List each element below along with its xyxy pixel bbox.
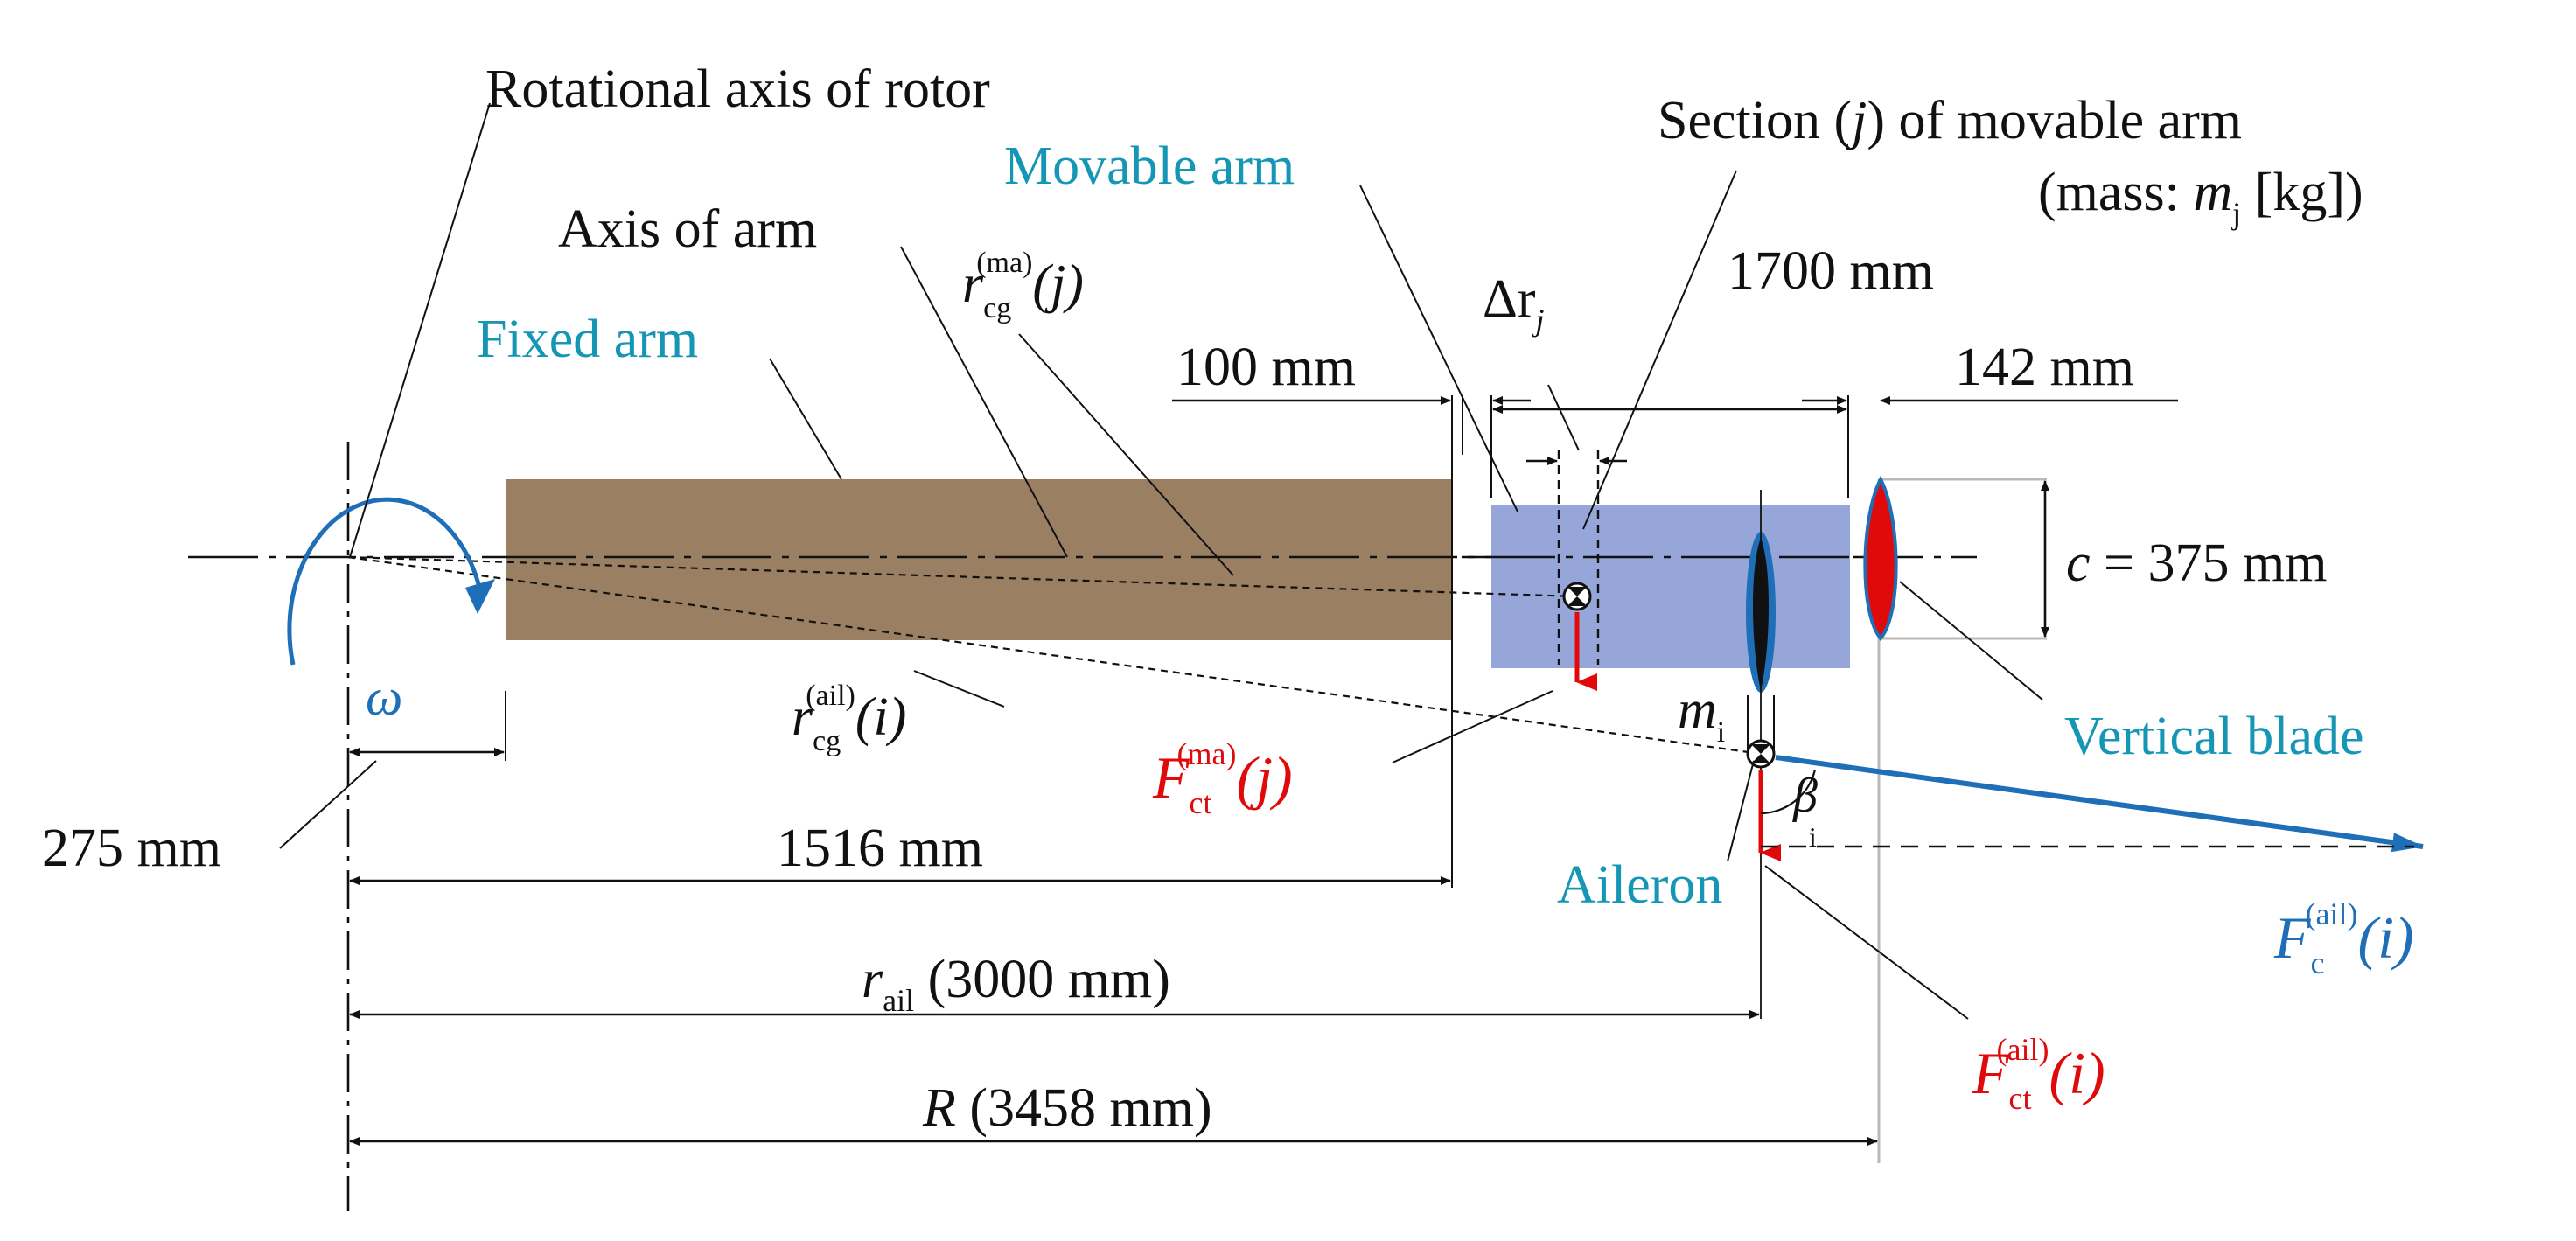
vertical-blade-foil — [1863, 475, 1898, 642]
leader-aileron — [1727, 760, 1755, 862]
fixed-arm — [506, 479, 1452, 640]
leader-rcg-ail — [913, 670, 1005, 708]
dim-text-chord: c = 375 mm — [2066, 533, 2327, 593]
symbol-fct-ma: Fct(ma)(j) — [1152, 736, 1293, 820]
omega-arrowhead — [465, 579, 495, 614]
omega-symbol: ω — [366, 668, 402, 726]
label-vertical-blade: Vertical blade — [2064, 707, 2364, 766]
label-rotational-axis: Rotational axis of rotor — [485, 59, 990, 119]
fc-ail-arrow — [1775, 755, 2424, 853]
label-mass-mj: (mass: mj [kg]) — [2038, 163, 2363, 231]
dim-text-142: 142 mm — [1955, 338, 2134, 397]
symbol-rcg-ma: rcg(ma)(j) — [962, 247, 1084, 324]
symbol-m-i: mi — [1678, 680, 1725, 749]
dim-text-r-ail: rail (3000 mm) — [862, 950, 1170, 1018]
leader-fixed-arm — [769, 358, 842, 480]
leader-axis-of-arm — [900, 246, 1068, 558]
dim-text-1516: 1516 mm — [777, 819, 983, 878]
beta-angle-arc — [1760, 769, 1817, 815]
symbol-fc-ail: Fc(ail)(i) — [2273, 896, 2414, 980]
leader-fct-ma — [1392, 690, 1553, 763]
dim-text-100: 100 mm — [1176, 338, 1356, 397]
leader-275 — [279, 760, 377, 849]
movable-arm — [1491, 505, 1850, 668]
leader-fct-ail — [1764, 865, 1969, 1020]
label-axis-of-arm: Axis of arm — [558, 199, 817, 259]
cg-marker-section-j — [1562, 582, 1592, 611]
omega-rotation-arrow — [287, 497, 484, 666]
symbol-fct-ail: Fct(ail)(i) — [1972, 1032, 2105, 1116]
cg-marker-aileron — [1746, 739, 1776, 769]
leader-delta-r — [1547, 384, 1580, 451]
label-movable-arm: Movable arm — [1004, 136, 1295, 196]
dim-text-275: 275 mm — [42, 819, 221, 878]
leader-rcg-ma — [1018, 333, 1234, 576]
dim-text-R: R (3458 mm) — [922, 1078, 1212, 1138]
leader-section-j — [1582, 170, 1737, 530]
label-aileron: Aileron — [1557, 855, 1722, 915]
symbol-rcg-ail: rcg(ail)(i) — [792, 680, 906, 757]
leader-movable-arm — [1359, 185, 1518, 512]
label-fixed-arm: Fixed arm — [477, 310, 698, 369]
rcg-ma-line — [347, 555, 1578, 598]
dim-text-delta-r: Δrj — [1483, 269, 1545, 338]
leader-rotational-axis — [349, 102, 491, 558]
label-section-j: Section (j) of movable arm — [1658, 91, 2242, 150]
rcg-ail-line — [347, 555, 1762, 756]
dim-text-1700: 1700 mm — [1728, 241, 1934, 301]
leader-vertical-blade — [1899, 581, 2043, 701]
